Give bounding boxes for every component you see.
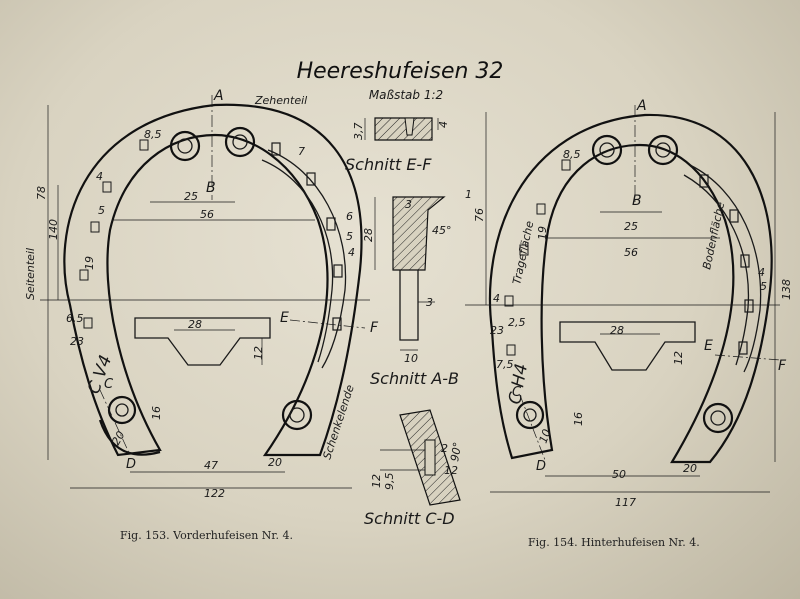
rear-dim-117: 117: [615, 496, 636, 509]
section-cd: [380, 409, 461, 506]
section-cd-dim-12: 12: [370, 474, 383, 488]
front-side-dim-4: 4: [348, 246, 355, 259]
rear-letter-c: C: [512, 385, 522, 400]
front-horseshoe: [40, 95, 370, 489]
section-ab-dim-45: 45°: [432, 224, 452, 237]
rear-dim-12: 12: [672, 351, 685, 365]
rear-dim-23: 23: [490, 324, 504, 337]
section-cd-dim-2: 2: [441, 442, 448, 455]
section-ef-title: Schnitt E-F: [345, 155, 432, 174]
section-ab-dim-10: 10: [404, 352, 418, 365]
front-dim-140: 140: [47, 219, 60, 240]
rear-dim-50: 50: [612, 468, 626, 481]
front-side-dim-5: 5: [346, 230, 353, 243]
caption-fig154: Fig. 154. Hinterhufeisen Nr. 4.: [528, 536, 700, 549]
rear-label-bodenflaeche: Bodenfläche: [700, 201, 727, 271]
front-dim-7: 7: [298, 145, 305, 158]
front-label-zehenteil: Zehenteil: [254, 94, 307, 107]
rear-dim-19: 19: [536, 226, 549, 240]
section-cd-dim-95: 9,5: [383, 473, 396, 491]
rear-dim-20: 20: [683, 462, 697, 475]
section-cd-dim-12b: 12: [444, 464, 458, 477]
section-cd-dim-90: 90°: [448, 441, 464, 462]
rear-letter-f: F: [778, 358, 787, 374]
rear-label-tragflaeche: Tragefläche: [510, 220, 536, 286]
front-letter-b: B: [206, 180, 216, 196]
front-dim-47: 47: [204, 459, 218, 472]
section-ab-dim-3b: 3: [426, 296, 433, 309]
rear-dim-28: 28: [610, 324, 624, 337]
section-ab: [374, 196, 446, 351]
front-dim-23: 23: [70, 335, 84, 348]
front-dim-28: 28: [188, 318, 202, 331]
front-dim-20b: 20: [268, 456, 282, 469]
front-letter-a: A: [213, 88, 224, 104]
rear-letter-a: A: [636, 98, 647, 114]
front-dim-5: 5: [98, 204, 105, 217]
rear-letter-b: B: [632, 193, 642, 209]
rear-dim-138: 138: [780, 279, 793, 300]
rear-dim-5: 5: [760, 280, 767, 293]
front-dim-65: 6,5: [66, 312, 84, 325]
rear-dim-56: 56: [624, 246, 638, 259]
front-letter-f: F: [370, 320, 379, 336]
section-ab-dim-1: 1: [465, 188, 472, 201]
rear-dim-76: 76: [473, 208, 486, 222]
rear-dim-16: 16: [572, 412, 585, 426]
front-dim-16: 16: [150, 406, 163, 420]
rear-dim-25: 25: [624, 220, 638, 233]
front-dim-78: 78: [35, 186, 48, 200]
drawing-title: Heereshufeisen 32: [297, 59, 504, 84]
front-dim-4: 4: [96, 170, 103, 183]
rear-dim-10: 10: [537, 427, 554, 445]
section-ab-dim-28: 28: [362, 228, 375, 242]
rear-dim-4b: 4: [758, 266, 765, 279]
scale-label: Maßstab 1:2: [369, 88, 443, 102]
front-dim-56: 56: [200, 208, 214, 221]
front-dim-20a: 20: [109, 429, 127, 448]
section-ab-title: Schnitt A-B: [370, 369, 459, 388]
section-ef-dim-4: 4: [437, 121, 450, 128]
front-letter-e: E: [280, 310, 289, 326]
rear-dim-25b: 2,5: [508, 316, 526, 329]
front-letter-d: D: [126, 457, 136, 472]
front-dim-19: 19: [83, 256, 96, 270]
front-dim-12: 12: [252, 346, 265, 360]
section-ab-dim-3a: 3: [405, 198, 412, 211]
rear-dim-85: 8,5: [563, 148, 581, 161]
front-dim-85: 8,5: [144, 128, 162, 141]
rear-horseshoe: [465, 105, 781, 493]
rear-letter-e: E: [704, 338, 713, 354]
front-dim-6: 6: [346, 210, 353, 223]
front-dim-122: 122: [204, 487, 225, 500]
section-ef-dim-37: 3,7: [352, 123, 365, 141]
rear-dim-75: 7,5: [496, 358, 514, 371]
front-dim-25: 25: [184, 190, 198, 203]
front-letter-c: C: [104, 377, 114, 392]
caption-fig153: Fig. 153. Vorderhufeisen Nr. 4.: [120, 529, 293, 542]
section-ef: [364, 117, 439, 141]
section-cd-title: Schnitt C-D: [364, 509, 455, 528]
rear-dim-4: 4: [493, 292, 500, 305]
rear-letter-d: D: [536, 459, 546, 474]
front-label-seitenteil: Seitenteil: [24, 248, 37, 300]
